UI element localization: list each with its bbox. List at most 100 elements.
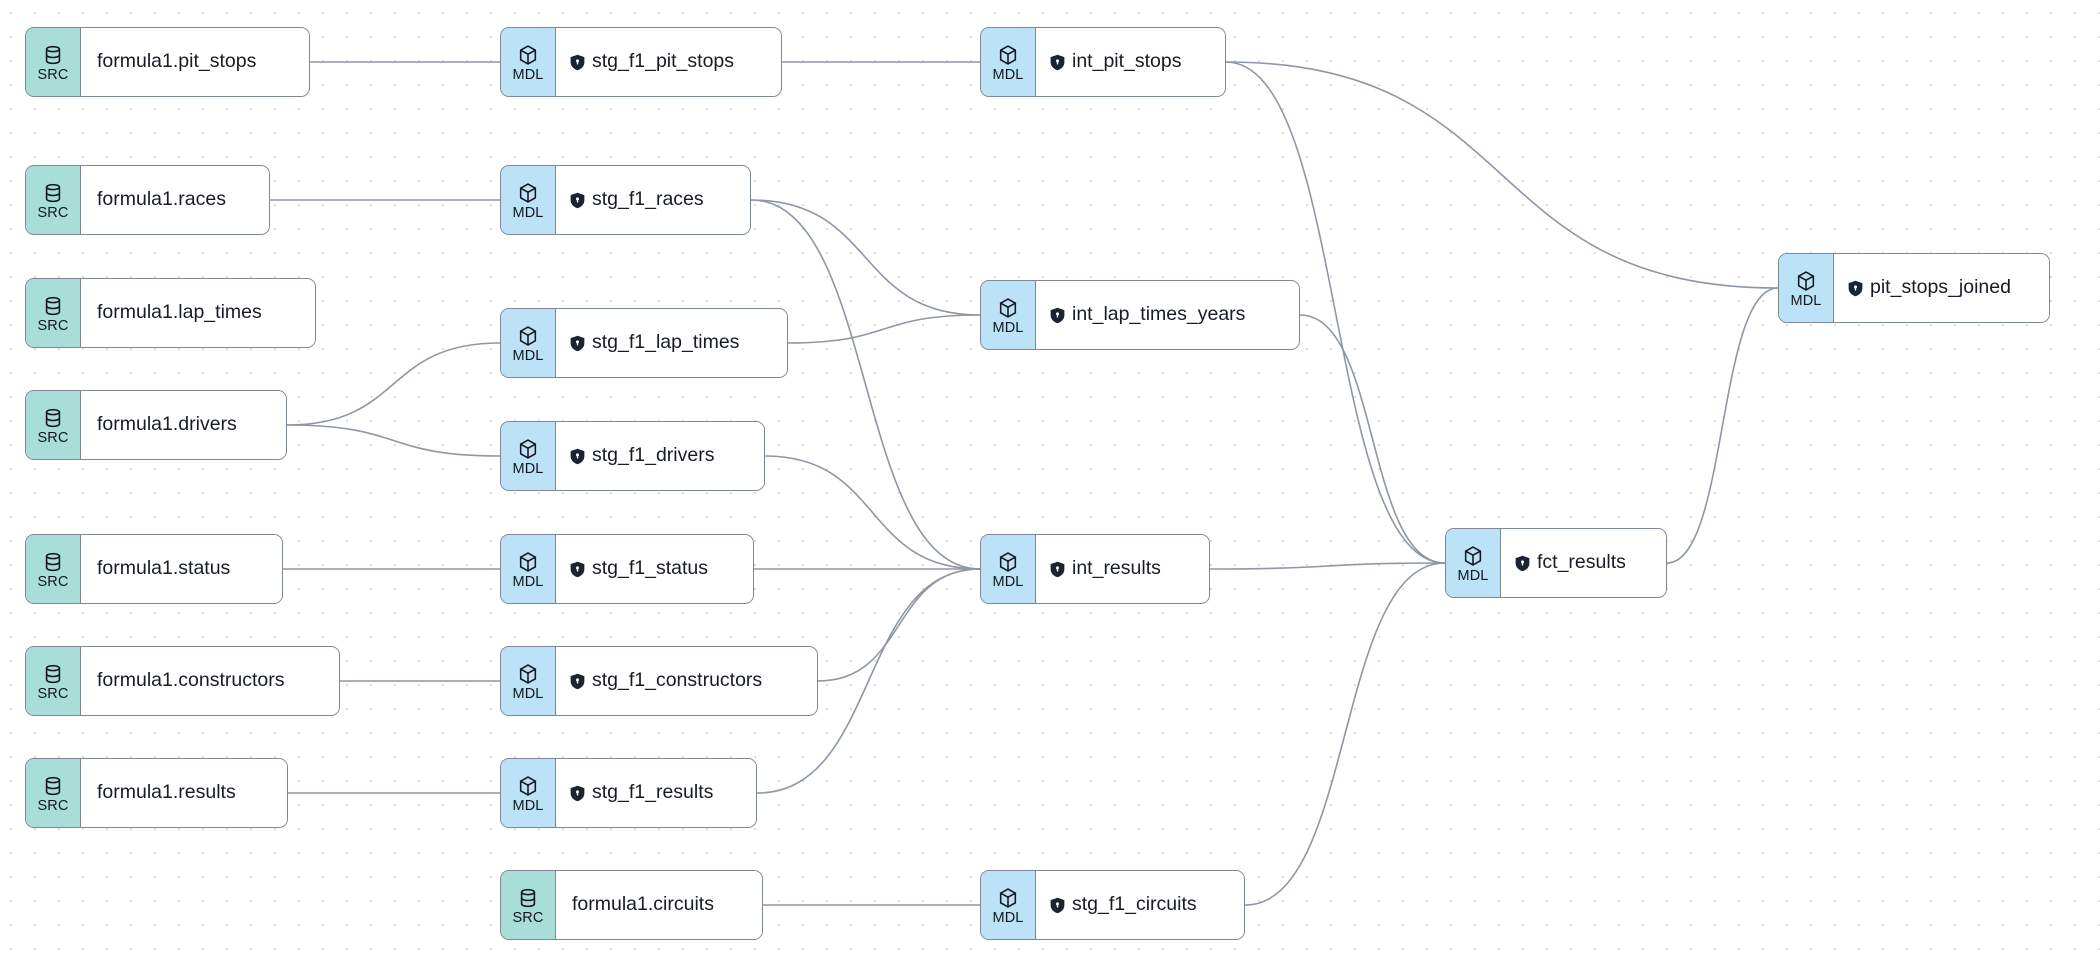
- node-type-badge: MDL: [1446, 529, 1501, 597]
- node-label: formula1.constructors: [97, 669, 285, 692]
- node-type-badge: MDL: [501, 422, 556, 490]
- graph-node-src-circuits[interactable]: SRC formula1.circuits: [500, 870, 763, 940]
- graph-node-stg-lap-times[interactable]: MDL stg_f1_lap_times: [500, 308, 788, 378]
- database-icon: [42, 407, 64, 429]
- node-type-badge: SRC: [26, 647, 81, 715]
- graph-node-stg-results[interactable]: MDL stg_f1_results: [500, 758, 757, 828]
- node-type-badge: MDL: [501, 28, 556, 96]
- shield-lock-icon: [1050, 561, 1065, 578]
- node-body: stg_f1_status: [556, 535, 753, 603]
- node-type-label: MDL: [512, 460, 544, 477]
- node-type-label: SRC: [512, 909, 544, 926]
- graph-edge-fct-results-to-pit-stops-joined: [1666, 287, 1779, 564]
- node-body: formula1.lap_times: [81, 279, 315, 347]
- graph-edge-int-lap-times-years-to-fct-results: [1299, 314, 1446, 564]
- graph-node-stg-circuits[interactable]: MDL stg_f1_circuits: [980, 870, 1245, 940]
- node-label: pit_stops_joined: [1870, 276, 2011, 299]
- node-type-badge: MDL: [981, 535, 1036, 603]
- node-type-badge: MDL: [981, 28, 1036, 96]
- shield-lock-icon: [570, 54, 585, 71]
- cube-icon: [517, 182, 539, 204]
- graph-node-stg-pit-stops[interactable]: MDL stg_f1_pit_stops: [500, 27, 782, 97]
- node-label: stg_f1_pit_stops: [592, 50, 735, 73]
- cube-icon: [517, 775, 539, 797]
- node-body: formula1.status: [81, 535, 282, 603]
- graph-edge-src-drivers-to-stg-drivers: [286, 424, 501, 457]
- node-type-label: MDL: [1457, 567, 1489, 584]
- node-label: stg_f1_circuits: [1072, 893, 1197, 916]
- node-type-label: MDL: [992, 573, 1024, 590]
- node-type-badge: SRC: [26, 28, 81, 96]
- node-body: stg_f1_circuits: [1036, 871, 1244, 939]
- graph-node-src-constructors[interactable]: SRC formula1.constructors: [25, 646, 340, 716]
- graph-edge-stg-drivers-to-int-results: [764, 455, 981, 570]
- graph-edge-int-results-to-fct-results: [1209, 562, 1446, 570]
- node-body: stg_f1_races: [556, 166, 750, 234]
- node-label: stg_f1_results: [592, 781, 714, 804]
- node-type-badge: SRC: [501, 871, 556, 939]
- cube-icon: [517, 44, 539, 66]
- graph-node-int-results[interactable]: MDL int_results: [980, 534, 1210, 604]
- node-body: stg_f1_pit_stops: [556, 28, 781, 96]
- graph-node-int-pit-stops[interactable]: MDL int_pit_stops: [980, 27, 1226, 97]
- node-type-badge: MDL: [501, 647, 556, 715]
- shield-lock-icon: [1050, 897, 1065, 914]
- node-type-label: MDL: [512, 573, 544, 590]
- graph-node-int-lap-times-years[interactable]: MDL int_lap_times_years: [980, 280, 1300, 350]
- shield-lock-icon: [1050, 54, 1065, 71]
- graph-edge-stg-lap-times-to-int-lap-times-years: [787, 314, 981, 344]
- cube-icon: [997, 887, 1019, 909]
- node-type-badge: SRC: [26, 535, 81, 603]
- node-body: fct_results: [1501, 529, 1666, 597]
- graph-node-fct-results[interactable]: MDL fct_results: [1445, 528, 1667, 598]
- node-type-label: MDL: [1790, 292, 1822, 309]
- node-body: formula1.circuits: [556, 871, 762, 939]
- node-type-label: SRC: [37, 429, 69, 446]
- graph-edge-stg-constructors-to-int-results: [817, 568, 981, 682]
- node-body: stg_f1_drivers: [556, 422, 764, 490]
- node-label: formula1.drivers: [97, 413, 237, 436]
- shield-lock-icon: [570, 785, 585, 802]
- node-body: formula1.pit_stops: [81, 28, 309, 96]
- graph-node-src-drivers[interactable]: SRC formula1.drivers: [25, 390, 287, 460]
- graph-node-stg-status[interactable]: MDL stg_f1_status: [500, 534, 754, 604]
- node-type-badge: SRC: [26, 391, 81, 459]
- graph-edge-stg-circuits-to-fct-results: [1244, 562, 1446, 906]
- node-type-badge: MDL: [501, 166, 556, 234]
- node-type-label: MDL: [512, 347, 544, 364]
- cube-icon: [997, 297, 1019, 319]
- node-body: formula1.races: [81, 166, 269, 234]
- node-type-badge: SRC: [26, 279, 81, 347]
- graph-node-pit-stops-joined[interactable]: MDL pit_stops_joined: [1778, 253, 2050, 323]
- shield-lock-icon: [1848, 280, 1863, 297]
- node-type-label: SRC: [37, 797, 69, 814]
- shield-lock-icon: [570, 561, 585, 578]
- shield-lock-icon: [1050, 307, 1065, 324]
- graph-node-stg-constructors[interactable]: MDL stg_f1_constructors: [500, 646, 818, 716]
- node-body: stg_f1_results: [556, 759, 756, 827]
- shield-lock-icon: [570, 448, 585, 465]
- database-icon: [42, 551, 64, 573]
- graph-edge-stg-races-to-int-results: [750, 199, 981, 570]
- node-label: stg_f1_lap_times: [592, 331, 740, 354]
- graph-edge-src-drivers-to-stg-lap-times: [286, 342, 501, 426]
- graph-node-stg-drivers[interactable]: MDL stg_f1_drivers: [500, 421, 765, 491]
- graph-node-stg-races[interactable]: MDL stg_f1_races: [500, 165, 751, 235]
- graph-node-src-lap-times[interactable]: SRC formula1.lap_times: [25, 278, 316, 348]
- cube-icon: [517, 663, 539, 685]
- node-label: stg_f1_constructors: [592, 669, 763, 692]
- node-label: formula1.lap_times: [97, 301, 262, 324]
- node-label: stg_f1_status: [592, 557, 708, 580]
- node-type-label: MDL: [512, 204, 544, 221]
- cube-icon: [1462, 545, 1484, 567]
- cube-icon: [997, 44, 1019, 66]
- node-body: int_results: [1036, 535, 1209, 603]
- node-body: pit_stops_joined: [1834, 254, 2049, 322]
- node-body: int_pit_stops: [1036, 28, 1225, 96]
- node-label: formula1.races: [97, 188, 226, 211]
